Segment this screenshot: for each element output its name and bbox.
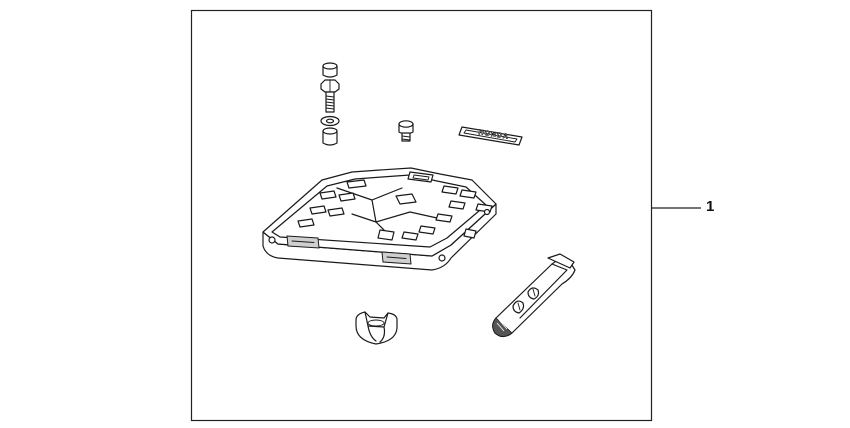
hex-bolt[interactable] — [320, 79, 340, 113]
washer[interactable] — [320, 115, 340, 127]
carrier-base-plate[interactable] — [262, 167, 497, 271]
diagram-frame — [190, 9, 653, 422]
honda-decal[interactable]: HONDA — [458, 126, 523, 146]
cap-nut[interactable] — [322, 62, 338, 78]
retainer-clip[interactable] — [355, 311, 398, 345]
callout-number-1: 1 — [706, 198, 715, 215]
collar-spacer[interactable] — [322, 127, 338, 146]
knob-screw[interactable] — [398, 120, 414, 142]
strap-bracket[interactable] — [492, 253, 576, 338]
